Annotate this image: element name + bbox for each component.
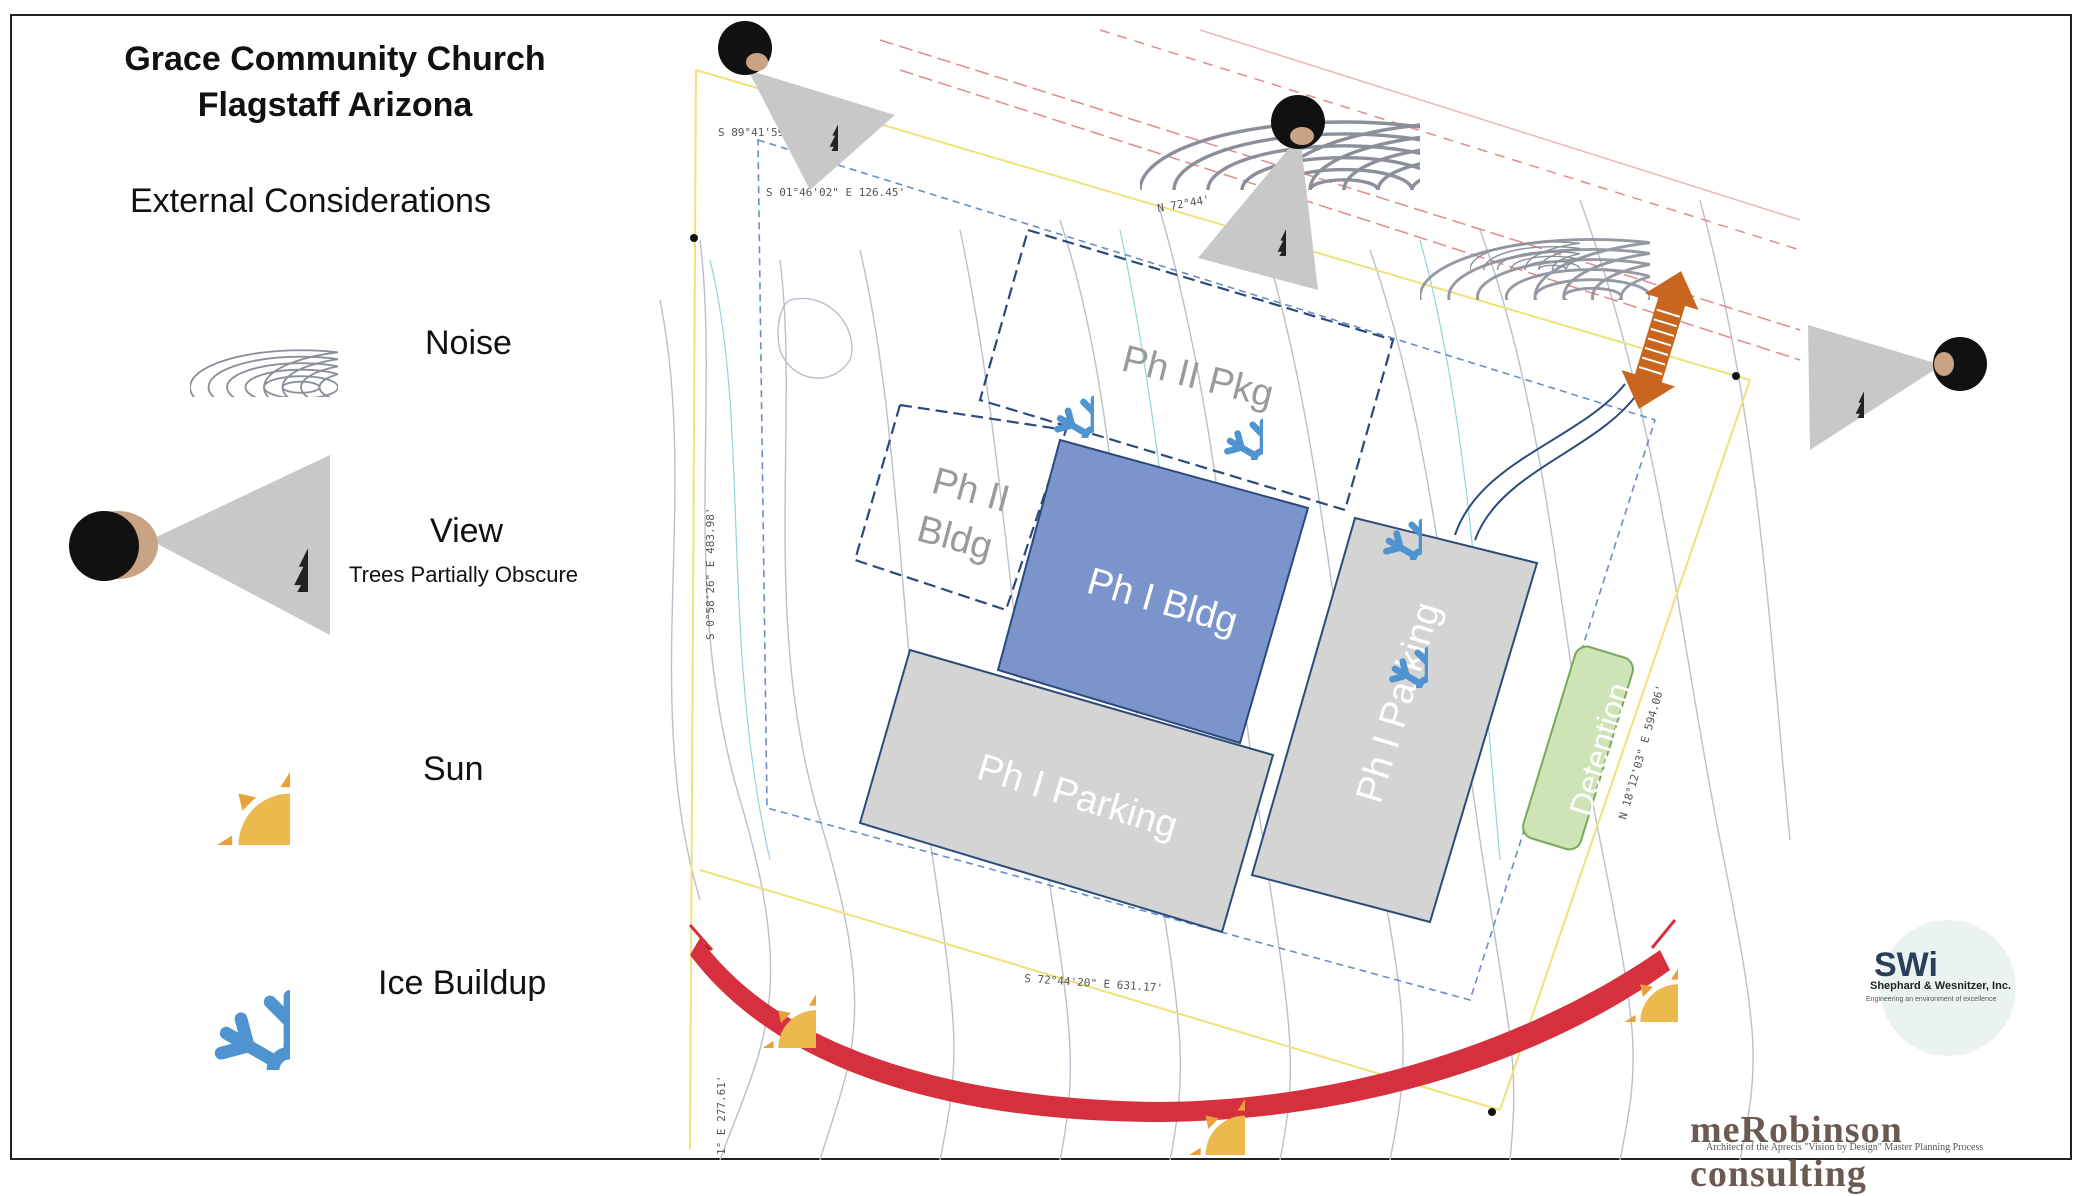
bearing-top: S 01°46'02" E 126.45' <box>766 186 905 199</box>
bearing-left: S 0°58'26" E 483.98' <box>704 508 717 640</box>
swi-tagline: Engineering an environment of excellence <box>1866 996 1997 1003</box>
ph2-bldg-label-line2: Bldg <box>913 508 997 568</box>
ph2-parking-footprint <box>978 228 1395 512</box>
swi-logo-mark: SWi <box>1874 946 1938 984</box>
site-plan-diagram: S 89°41'59" S 01°46'02" E 126.45' N 72°4… <box>69 21 2016 1161</box>
legend-ice-label: Ice Buildup <box>378 964 547 1002</box>
legend-view-label: View <box>430 512 504 550</box>
legend-snowflake-icon <box>216 996 363 1143</box>
sun-path-start-tick <box>688 924 714 951</box>
bearing-north: N 72°44' <box>1156 193 1210 215</box>
sun-path-end-tick <box>1650 919 1677 949</box>
ph1-parking-right <box>1250 516 1539 924</box>
slide-frame <box>10 14 2072 1160</box>
detention-area <box>1522 645 1634 851</box>
ph1-bldg <box>996 438 1310 745</box>
swi-company-name: Shephard & Wesnitzer, Inc. <box>1870 980 2011 992</box>
slide-title: Grace Community Church Flagstaff Arizona <box>60 36 610 128</box>
legend-view-icon <box>69 455 330 635</box>
ph1-parking-bottom <box>858 648 1275 934</box>
snowflake-icon-2 <box>1225 422 1301 498</box>
sun-icon-evening <box>1625 969 1732 1076</box>
legend-view-sublabel: Trees Partially Obscure <box>349 562 579 587</box>
access-drive <box>1454 383 1641 541</box>
legend-noise-label: Noise <box>425 324 512 362</box>
legend-sun-icon <box>217 772 363 918</box>
access-arrow-icon <box>1621 271 1699 409</box>
view-cone-3 <box>1808 325 1987 450</box>
consultant-tagline: Architect of the Aprecis "Vision by Desi… <box>1706 1142 1984 1153</box>
sun-icon-morning <box>763 995 870 1102</box>
external-considerations-heading: External Considerations <box>130 182 491 220</box>
sun-path-arc <box>690 938 1670 1122</box>
bearing-top-left: S 89°41'59" <box>718 126 791 139</box>
ph2-parking-label: Ph II Pkg <box>1118 338 1278 416</box>
setback-line <box>757 138 1657 1001</box>
legend-sun-label: Sun <box>423 750 484 788</box>
view-cone-2 <box>1198 95 1325 290</box>
ph2-bldg-footprint <box>853 403 1068 612</box>
title-line-1: Grace Community Church <box>124 40 546 78</box>
legend-noise-icon <box>190 350 486 424</box>
highway-lines <box>879 29 1801 361</box>
view-cone-1 <box>718 21 895 190</box>
bearing-bottom: S 72°44'20" E 631.17' <box>1024 972 1164 995</box>
swi-logo-badge <box>1880 920 2016 1056</box>
title-line-2: Flagstaff Arizona <box>197 86 473 124</box>
bearing-left-bottom: 1° E 277.61' <box>715 1076 728 1155</box>
